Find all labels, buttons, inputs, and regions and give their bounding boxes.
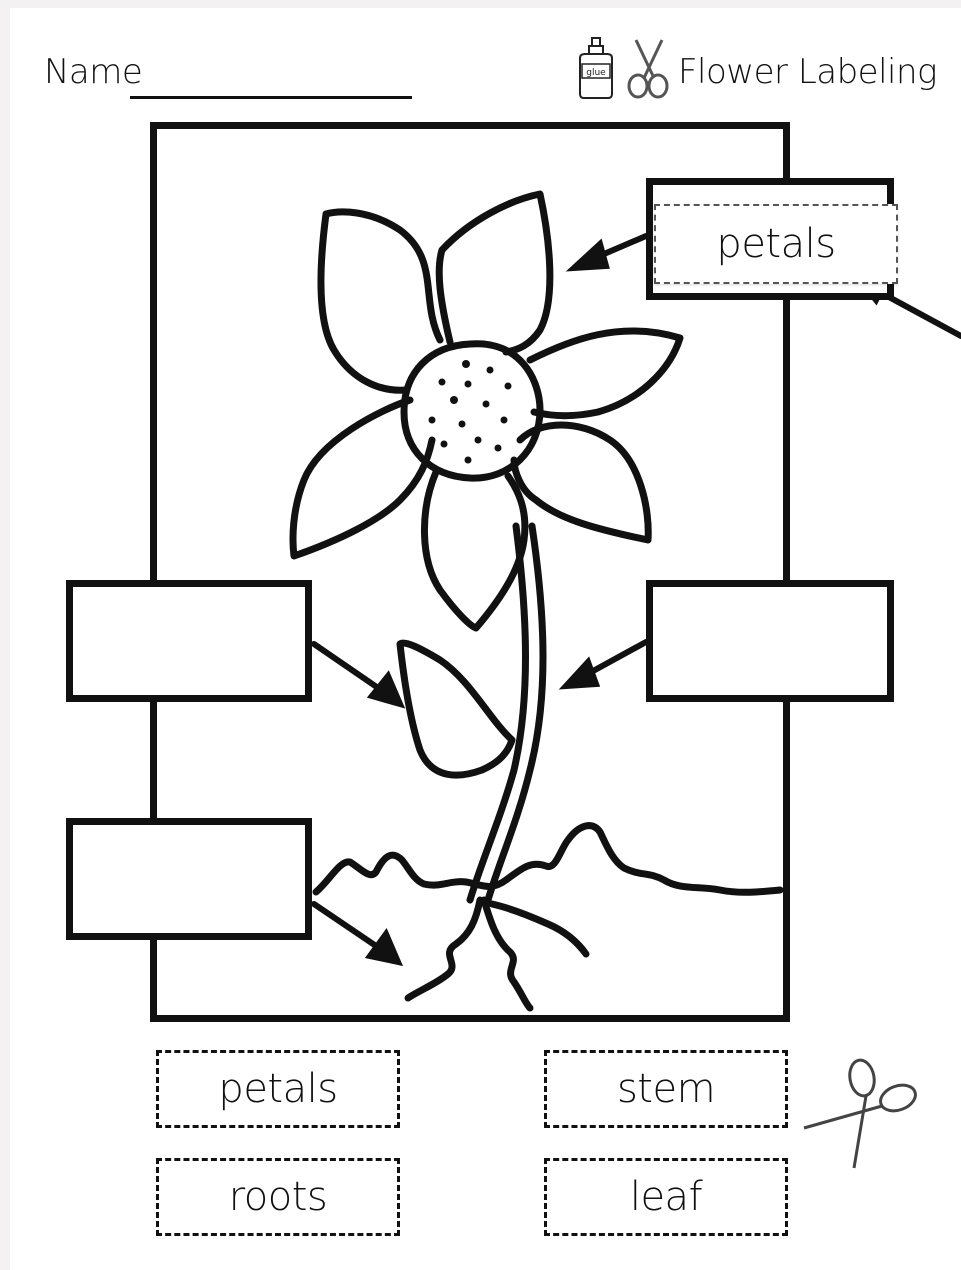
cut-label-petals[interactable]: petals — [156, 1050, 400, 1128]
scissors-icon — [624, 36, 674, 102]
cut-label-leaf[interactable]: leaf — [544, 1158, 788, 1236]
cut-label-stem[interactable]: stem — [544, 1050, 788, 1128]
name-label: Name — [44, 52, 142, 92]
cut-label-roots[interactable]: roots — [156, 1158, 400, 1236]
answer-box-stem[interactable] — [646, 580, 894, 702]
answer-box-roots[interactable] — [66, 818, 312, 940]
scissors-icon — [800, 1056, 924, 1172]
answer-box-leaf[interactable] — [66, 580, 312, 702]
page-title: Flower Labeling — [678, 52, 937, 92]
glue-text: glue — [586, 68, 606, 78]
glue-bottle-icon: glue — [576, 36, 616, 100]
name-line — [130, 96, 412, 99]
placed-label-petals[interactable]: petals — [654, 204, 898, 284]
